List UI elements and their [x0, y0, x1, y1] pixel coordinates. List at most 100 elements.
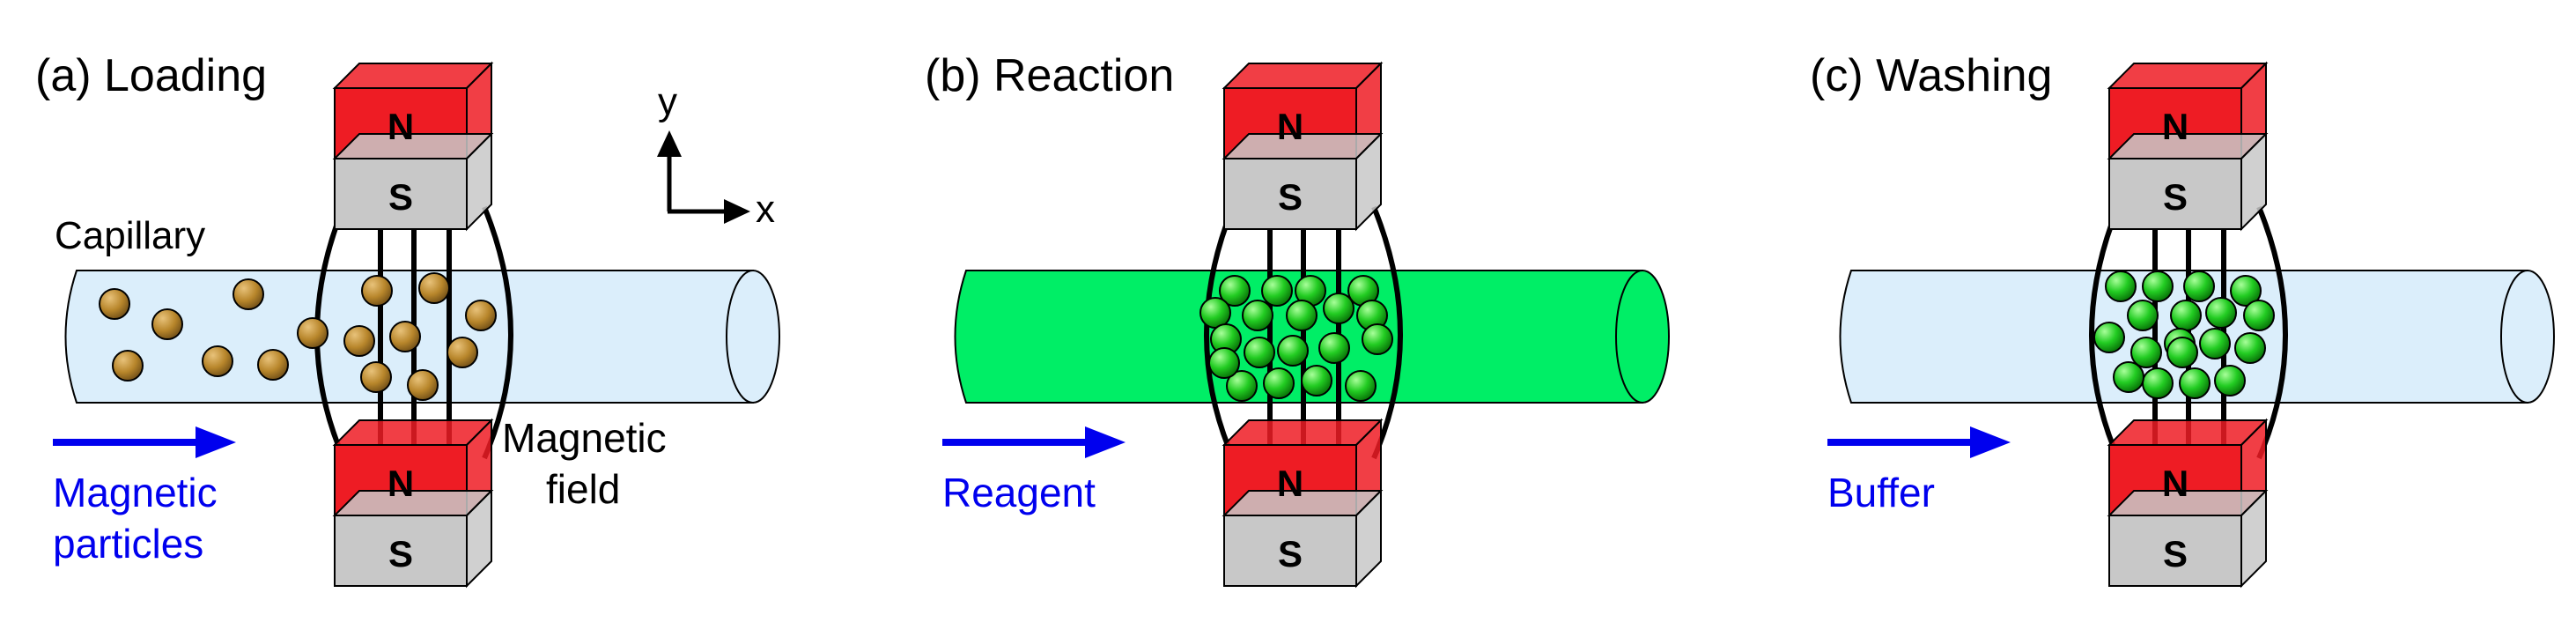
- magnet-label-n: N: [2162, 106, 2188, 147]
- particle: [202, 345, 233, 377]
- particle: [2234, 332, 2266, 364]
- particle: [2113, 361, 2144, 393]
- particle: [257, 349, 289, 381]
- top-magnet-south: [332, 131, 494, 232]
- flow-arrow-head: [1085, 426, 1126, 458]
- field-line-right: [1371, 205, 1403, 460]
- capillary-label: Capillary: [55, 214, 205, 257]
- panel-title: (c) Washing: [1810, 50, 2052, 101]
- particle: [233, 278, 264, 310]
- flow-label-line: Reagent: [942, 470, 1096, 515]
- top-magnet-north-top: [2107, 63, 2269, 89]
- particle: [343, 325, 375, 357]
- bottom-magnet-north-top: [1222, 419, 1384, 446]
- top-magnet-south: [2107, 131, 2269, 232]
- particle: [2105, 271, 2137, 302]
- field-line-left: [1204, 205, 1236, 460]
- particle: [1244, 337, 1275, 368]
- field-label-line: field: [546, 466, 620, 512]
- top-magnet-south-front: [1223, 158, 1357, 230]
- bottom-magnet-north-top: [2107, 419, 2269, 446]
- bottom-magnet-south: [1222, 488, 1384, 589]
- magnet-label-s: S: [1278, 176, 1303, 218]
- panel-title: (b) Reaction: [925, 50, 1174, 101]
- particle: [1226, 370, 1258, 402]
- magnet-label-s: S: [1278, 533, 1303, 574]
- field-line-right: [2256, 205, 2288, 460]
- capillary-end: [2500, 270, 2555, 404]
- particle: [2142, 271, 2174, 302]
- particle: [2205, 297, 2237, 329]
- bottom-magnet-south: [2107, 488, 2269, 589]
- field-label-line: Magnetic: [502, 415, 667, 461]
- bottom-magnet-south-front: [2108, 515, 2242, 587]
- particle: [2093, 322, 2125, 353]
- particle: [2127, 300, 2159, 331]
- particle: [1242, 300, 1273, 331]
- magnet-label-s: S: [2163, 533, 2188, 574]
- particle: [1362, 323, 1393, 355]
- magnet-label-n: N: [388, 106, 414, 147]
- particles: [2093, 271, 2275, 399]
- x-axis-head: [724, 199, 750, 224]
- bottom-magnet-north-top: [332, 419, 494, 446]
- particle: [361, 275, 393, 307]
- particle: [1345, 370, 1377, 402]
- particle: [2199, 328, 2231, 359]
- magnet-label-n: N: [388, 463, 414, 504]
- magnet-label-s: S: [388, 176, 413, 218]
- magnet-label-s: S: [2163, 176, 2188, 218]
- particle: [2142, 367, 2174, 399]
- particle: [2166, 337, 2198, 368]
- capillary-end: [1615, 270, 1670, 404]
- particle: [1263, 367, 1295, 399]
- particle: [389, 321, 421, 352]
- bottom-magnet-south-front: [334, 515, 468, 587]
- bottom-magnet-south-front: [1223, 515, 1357, 587]
- particle: [1208, 347, 1240, 379]
- particles: [99, 272, 497, 401]
- panel-title: (a) Loading: [35, 50, 267, 101]
- flow-label-line: Buffer: [1827, 470, 1935, 515]
- field-lines: [1204, 205, 1403, 460]
- particle: [1318, 332, 1350, 364]
- particle: [2130, 337, 2162, 368]
- particle: [151, 308, 183, 340]
- particle: [2179, 367, 2211, 399]
- particle: [2243, 300, 2275, 331]
- particle: [360, 361, 392, 393]
- particle: [2170, 300, 2202, 331]
- particle: [2183, 271, 2215, 302]
- top-magnet-south: [1222, 131, 1384, 232]
- particle: [2230, 275, 2262, 307]
- top-magnet-south-front: [2108, 158, 2242, 230]
- particles: [1199, 275, 1393, 402]
- particle: [297, 317, 328, 349]
- particle: [99, 288, 130, 320]
- flow-label-line: Magnetic: [53, 470, 218, 515]
- particle: [2214, 365, 2246, 397]
- particle: [407, 369, 439, 401]
- top-magnet-north-top: [332, 63, 494, 89]
- particle: [1277, 335, 1309, 367]
- bottom-magnet-south: [332, 488, 494, 589]
- flow-label-line: particles: [53, 521, 203, 567]
- particle: [112, 350, 144, 382]
- particle: [418, 272, 450, 304]
- particle: [1219, 275, 1251, 307]
- particle: [1286, 300, 1318, 331]
- particle: [1301, 365, 1332, 397]
- field-line-left: [2089, 205, 2121, 460]
- y-axis-head: [657, 130, 682, 157]
- x-axis-label: x: [756, 188, 775, 231]
- particle: [1199, 297, 1231, 329]
- particle: [1261, 275, 1293, 307]
- coordinate-axes: yx: [657, 80, 775, 231]
- particle: [465, 300, 497, 331]
- magnet-label-s: S: [388, 533, 413, 574]
- particle: [1323, 293, 1354, 324]
